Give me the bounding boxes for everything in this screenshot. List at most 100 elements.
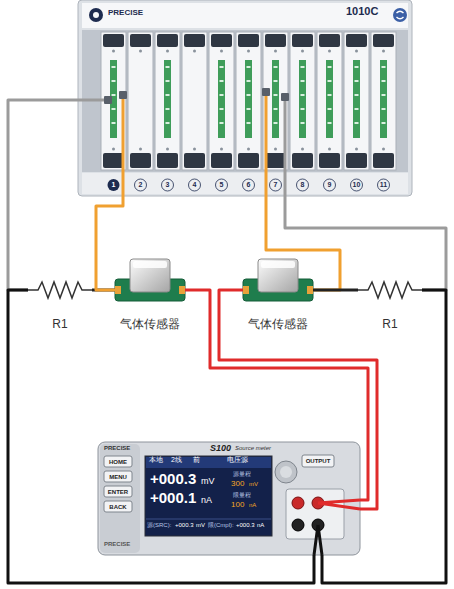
slot-number-ring — [270, 179, 282, 191]
screen-tab-bar — [146, 457, 271, 468]
button-label: ENTER — [108, 488, 128, 495]
screen-text: nA — [249, 502, 256, 509]
wire-stub — [122, 95, 125, 196]
wire-stub — [314, 525, 322, 555]
screen-text: mV — [249, 481, 258, 488]
wire — [185, 290, 368, 500]
chassis-body — [78, 0, 412, 196]
meter-button — [104, 486, 132, 497]
wire — [266, 196, 340, 290]
screen-text: nA — [201, 495, 212, 505]
screen-text: 本地 — [149, 456, 163, 464]
screen-text: 前 — [193, 456, 200, 464]
wire-stub — [318, 500, 360, 509]
screen-text: mV — [196, 522, 205, 529]
screen-divider — [146, 519, 271, 520]
button-label: HOME — [109, 458, 127, 465]
resistor-symbol — [358, 282, 422, 298]
screen-text: +000.3 — [236, 522, 255, 529]
screen-text: +000.3 — [150, 470, 196, 487]
meter-button — [104, 456, 132, 467]
wire-stub — [78, 99, 108, 102]
meter-text: PRECISE — [104, 445, 130, 452]
wire-plug — [104, 96, 112, 104]
wire — [322, 290, 446, 583]
gas-sensor-picture — [243, 259, 313, 301]
slot-number-ring — [378, 179, 390, 191]
wire-plug — [262, 88, 270, 96]
slot-card — [371, 32, 396, 170]
button-label: OUTPUT — [306, 458, 331, 465]
wire — [96, 196, 123, 290]
chassis-number-strip — [82, 173, 408, 194]
red-terminal — [292, 497, 304, 509]
slot-number: 2 — [139, 181, 143, 189]
brand-text: 1010C — [346, 5, 378, 18]
gas-sensor: 气体传感器 — [115, 256, 185, 338]
source-meter-body — [98, 442, 360, 555]
wire — [8, 100, 78, 290]
meter-text: Source meter — [235, 445, 271, 452]
button-label: MENU — [109, 473, 127, 480]
slot-number-ring — [189, 179, 201, 191]
slot-card — [290, 32, 315, 170]
resistor-label: R1 — [382, 318, 397, 332]
gas-sensor: 气体传感器 — [243, 256, 313, 338]
instrument-chassis: PRECISE1010C — [78, 0, 412, 196]
slot-number-ring — [162, 179, 174, 191]
slot-number: 4 — [193, 181, 197, 189]
meter-button — [104, 471, 132, 482]
meter-knob — [275, 461, 297, 483]
brand-logo — [93, 12, 99, 18]
slot-number: 5 — [220, 181, 224, 189]
wire — [313, 289, 358, 292]
slot-number: 10 — [353, 181, 361, 189]
resistor-label: R1 — [52, 318, 67, 332]
meter-text: S100 — [210, 443, 231, 453]
resistor-symbol — [28, 282, 92, 298]
screen-text: 源量程 — [233, 471, 251, 478]
screen-text: nA — [257, 522, 264, 529]
sensor-label: 气体传感器 — [248, 318, 308, 332]
wire-plug — [281, 93, 289, 101]
resistor: R1 — [28, 276, 92, 336]
slot-number: 11 — [380, 181, 387, 189]
meter-screen: 本地2线前电压源+000.3mV+000.1nA源量程300mV限量程100nA… — [145, 456, 272, 536]
screen-text: 300 — [231, 479, 244, 488]
screen-text: 限量程 — [233, 492, 251, 499]
black-terminal — [292, 519, 304, 531]
slot-number: 1 — [112, 181, 116, 189]
brand-logo — [89, 8, 103, 22]
slot-number-ring — [297, 179, 309, 191]
slot-card — [155, 32, 180, 170]
meter-case — [98, 442, 360, 555]
resistor: R1 — [358, 276, 422, 336]
wire — [285, 196, 446, 290]
model-logo — [397, 11, 404, 19]
slot-card — [128, 32, 153, 170]
slot-number-ring — [135, 179, 147, 191]
output-button — [302, 455, 334, 467]
screen-text: 2线 — [171, 456, 182, 464]
slot-number-ring — [108, 179, 120, 191]
chassis-top-bar — [82, 3, 408, 28]
slot-card — [236, 32, 261, 170]
slot-number: 7 — [274, 181, 278, 189]
wire-plug — [119, 91, 127, 99]
screen-text: 电压源 — [227, 456, 248, 464]
meter-button — [104, 501, 132, 512]
button-label: BACK — [109, 503, 126, 510]
model-logo — [393, 8, 407, 22]
slot-card — [182, 32, 207, 170]
wire — [219, 290, 377, 509]
meter-screen — [145, 456, 272, 536]
terminal-panel — [286, 489, 344, 539]
meter-knob — [280, 466, 292, 478]
slot-number-ring — [216, 179, 228, 191]
meter-left-bezel — [100, 444, 140, 553]
chassis-bay — [82, 30, 408, 172]
wire-stub — [284, 97, 287, 196]
